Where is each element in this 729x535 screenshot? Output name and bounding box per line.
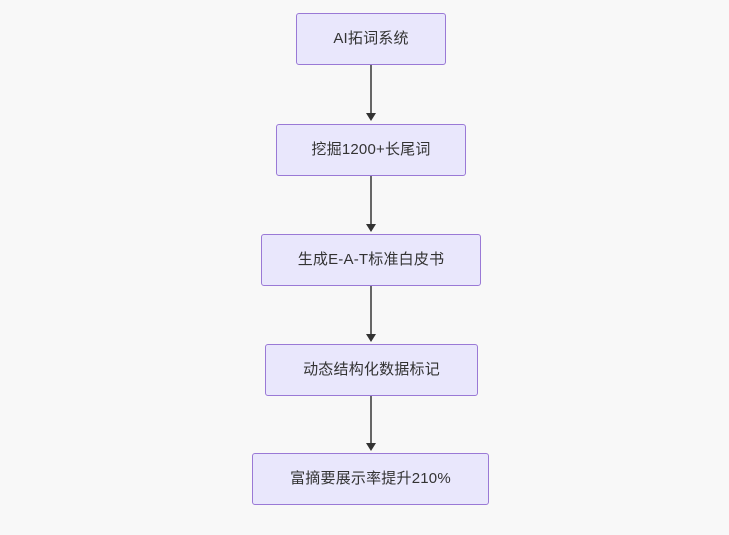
flowchart-edge-2-3 — [370, 176, 372, 226]
flowchart-node-2[interactable]: 挖掘1200+长尾词 — [276, 124, 466, 176]
flowchart-node-4[interactable]: 动态结构化数据标记 — [265, 344, 478, 396]
flowchart-edge-4-5 — [370, 396, 372, 445]
flowchart-arrowhead-2-3 — [366, 224, 376, 232]
flowchart-node-3-label: 生成E-A-T标准白皮书 — [297, 251, 445, 268]
flowchart-node-5[interactable]: 富摘要展示率提升210% — [252, 453, 489, 505]
flowchart-edge-3-4 — [370, 286, 372, 336]
flowchart-edge-1-2 — [370, 65, 372, 115]
flowchart-node-4-label: 动态结构化数据标记 — [303, 361, 440, 378]
flowchart-arrowhead-1-2 — [366, 113, 376, 121]
flowchart-node-1[interactable]: AI拓词系统 — [296, 13, 446, 65]
flowchart-arrowhead-4-5 — [366, 443, 376, 451]
flowchart-node-5-label: 富摘要展示率提升210% — [290, 470, 451, 487]
flowchart-arrowhead-3-4 — [366, 334, 376, 342]
flowchart-node-3[interactable]: 生成E-A-T标准白皮书 — [261, 234, 481, 286]
flowchart-node-2-label: 挖掘1200+长尾词 — [311, 141, 431, 158]
flowchart-node-1-label: AI拓词系统 — [333, 30, 409, 47]
